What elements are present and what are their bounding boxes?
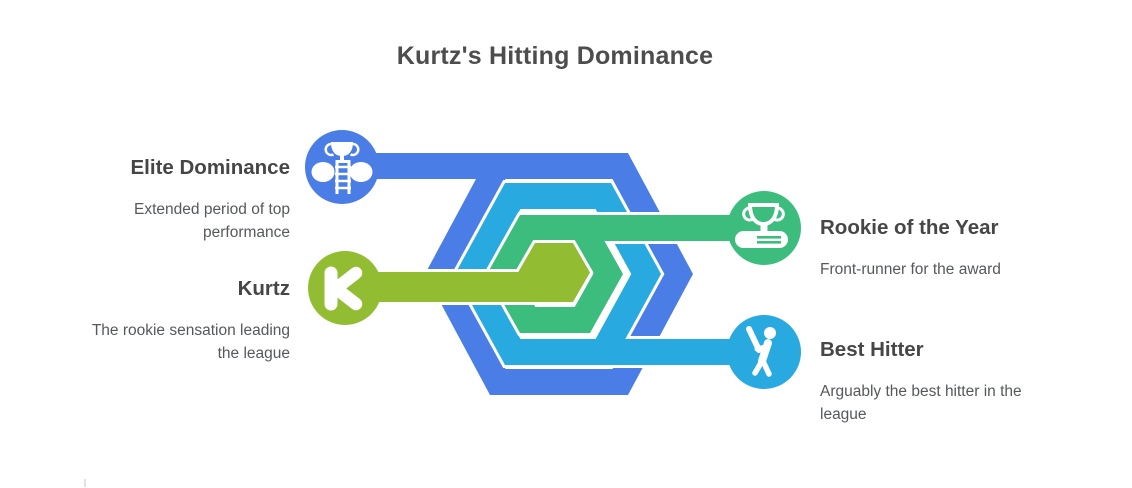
- item-elite-dominance: Elite Dominance Extended period of top p…: [75, 156, 291, 244]
- item-label: Rookie of the Year: [820, 216, 999, 239]
- best-hitter-icon: [727, 315, 801, 389]
- item-kurtz: Kurtz The rookie sensation leading the l…: [75, 277, 290, 365]
- item-description: The rookie sensation leading the league: [91, 322, 290, 362]
- item-best-hitter: Best Hitter Arguably the best hitter in …: [820, 338, 1060, 426]
- rookie-of-the-year-icon: [727, 191, 801, 265]
- item-label: Best Hitter: [820, 338, 924, 361]
- trophy-books-icon: [735, 203, 788, 248]
- watermark-artifact: [84, 479, 86, 487]
- item-description: Arguably the best hitter in the league: [820, 383, 1022, 423]
- item-description: Front-runner for the award: [820, 261, 1001, 278]
- letter-k-icon: [324, 266, 363, 311]
- item-label: Elite Dominance: [130, 156, 291, 179]
- hexagon-center-olive: [342, 240, 594, 305]
- kurtz-icon: [308, 251, 382, 325]
- baseball-batter-icon: [746, 326, 776, 377]
- page-title: Kurtz's Hitting Dominance: [396, 42, 714, 70]
- item-label: Kurtz: [237, 277, 290, 300]
- elite-dominance-icon: [305, 130, 379, 204]
- trophy-ladder-icon: [311, 142, 373, 194]
- item-rookie-of-the-year: Rookie of the Year Front-runner for the …: [820, 216, 1060, 282]
- item-description: Extended period of top performance: [134, 201, 290, 241]
